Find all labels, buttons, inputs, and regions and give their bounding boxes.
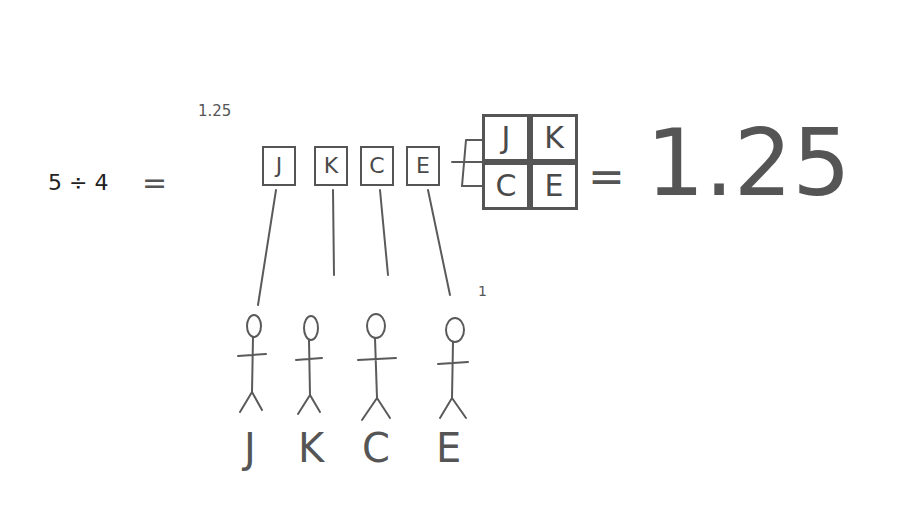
box-letter: C bbox=[369, 155, 384, 177]
leader-line bbox=[333, 190, 334, 275]
box-letter: K bbox=[544, 123, 564, 153]
box-letter: C bbox=[496, 171, 517, 201]
person-name: E bbox=[436, 428, 461, 468]
box-letter: J bbox=[276, 155, 283, 177]
person-name: K bbox=[298, 428, 324, 468]
tick-mark: 1 bbox=[478, 284, 487, 298]
grid-cell: E bbox=[530, 162, 578, 210]
stick-figure bbox=[358, 314, 396, 420]
small-answer: 1.25 bbox=[198, 104, 231, 119]
grid-cell: J bbox=[482, 114, 530, 162]
equals-sign: = bbox=[142, 168, 167, 198]
leader-line bbox=[428, 190, 450, 295]
answer: 1.25 bbox=[646, 118, 851, 210]
equation: 5 ÷ 4 bbox=[48, 172, 108, 194]
equals-sign: = bbox=[588, 155, 625, 199]
leader-line bbox=[380, 190, 388, 275]
person-box: C bbox=[360, 146, 394, 186]
person-name: C bbox=[362, 428, 390, 468]
person-box: E bbox=[406, 146, 440, 186]
leader-line bbox=[258, 190, 276, 305]
stick-figure bbox=[238, 315, 266, 412]
box-letter: K bbox=[324, 155, 338, 177]
box-letter: E bbox=[545, 171, 564, 201]
box-letter: J bbox=[502, 123, 511, 153]
person-name: J bbox=[244, 428, 256, 468]
stick-figure bbox=[296, 316, 322, 414]
person-box: K bbox=[314, 146, 348, 186]
scribble-box bbox=[452, 140, 486, 186]
person-box: J bbox=[262, 146, 296, 186]
grid-cell: K bbox=[530, 114, 578, 162]
stick-figure bbox=[438, 318, 468, 418]
box-letter: E bbox=[416, 155, 430, 177]
grid-cell: C bbox=[482, 162, 530, 210]
